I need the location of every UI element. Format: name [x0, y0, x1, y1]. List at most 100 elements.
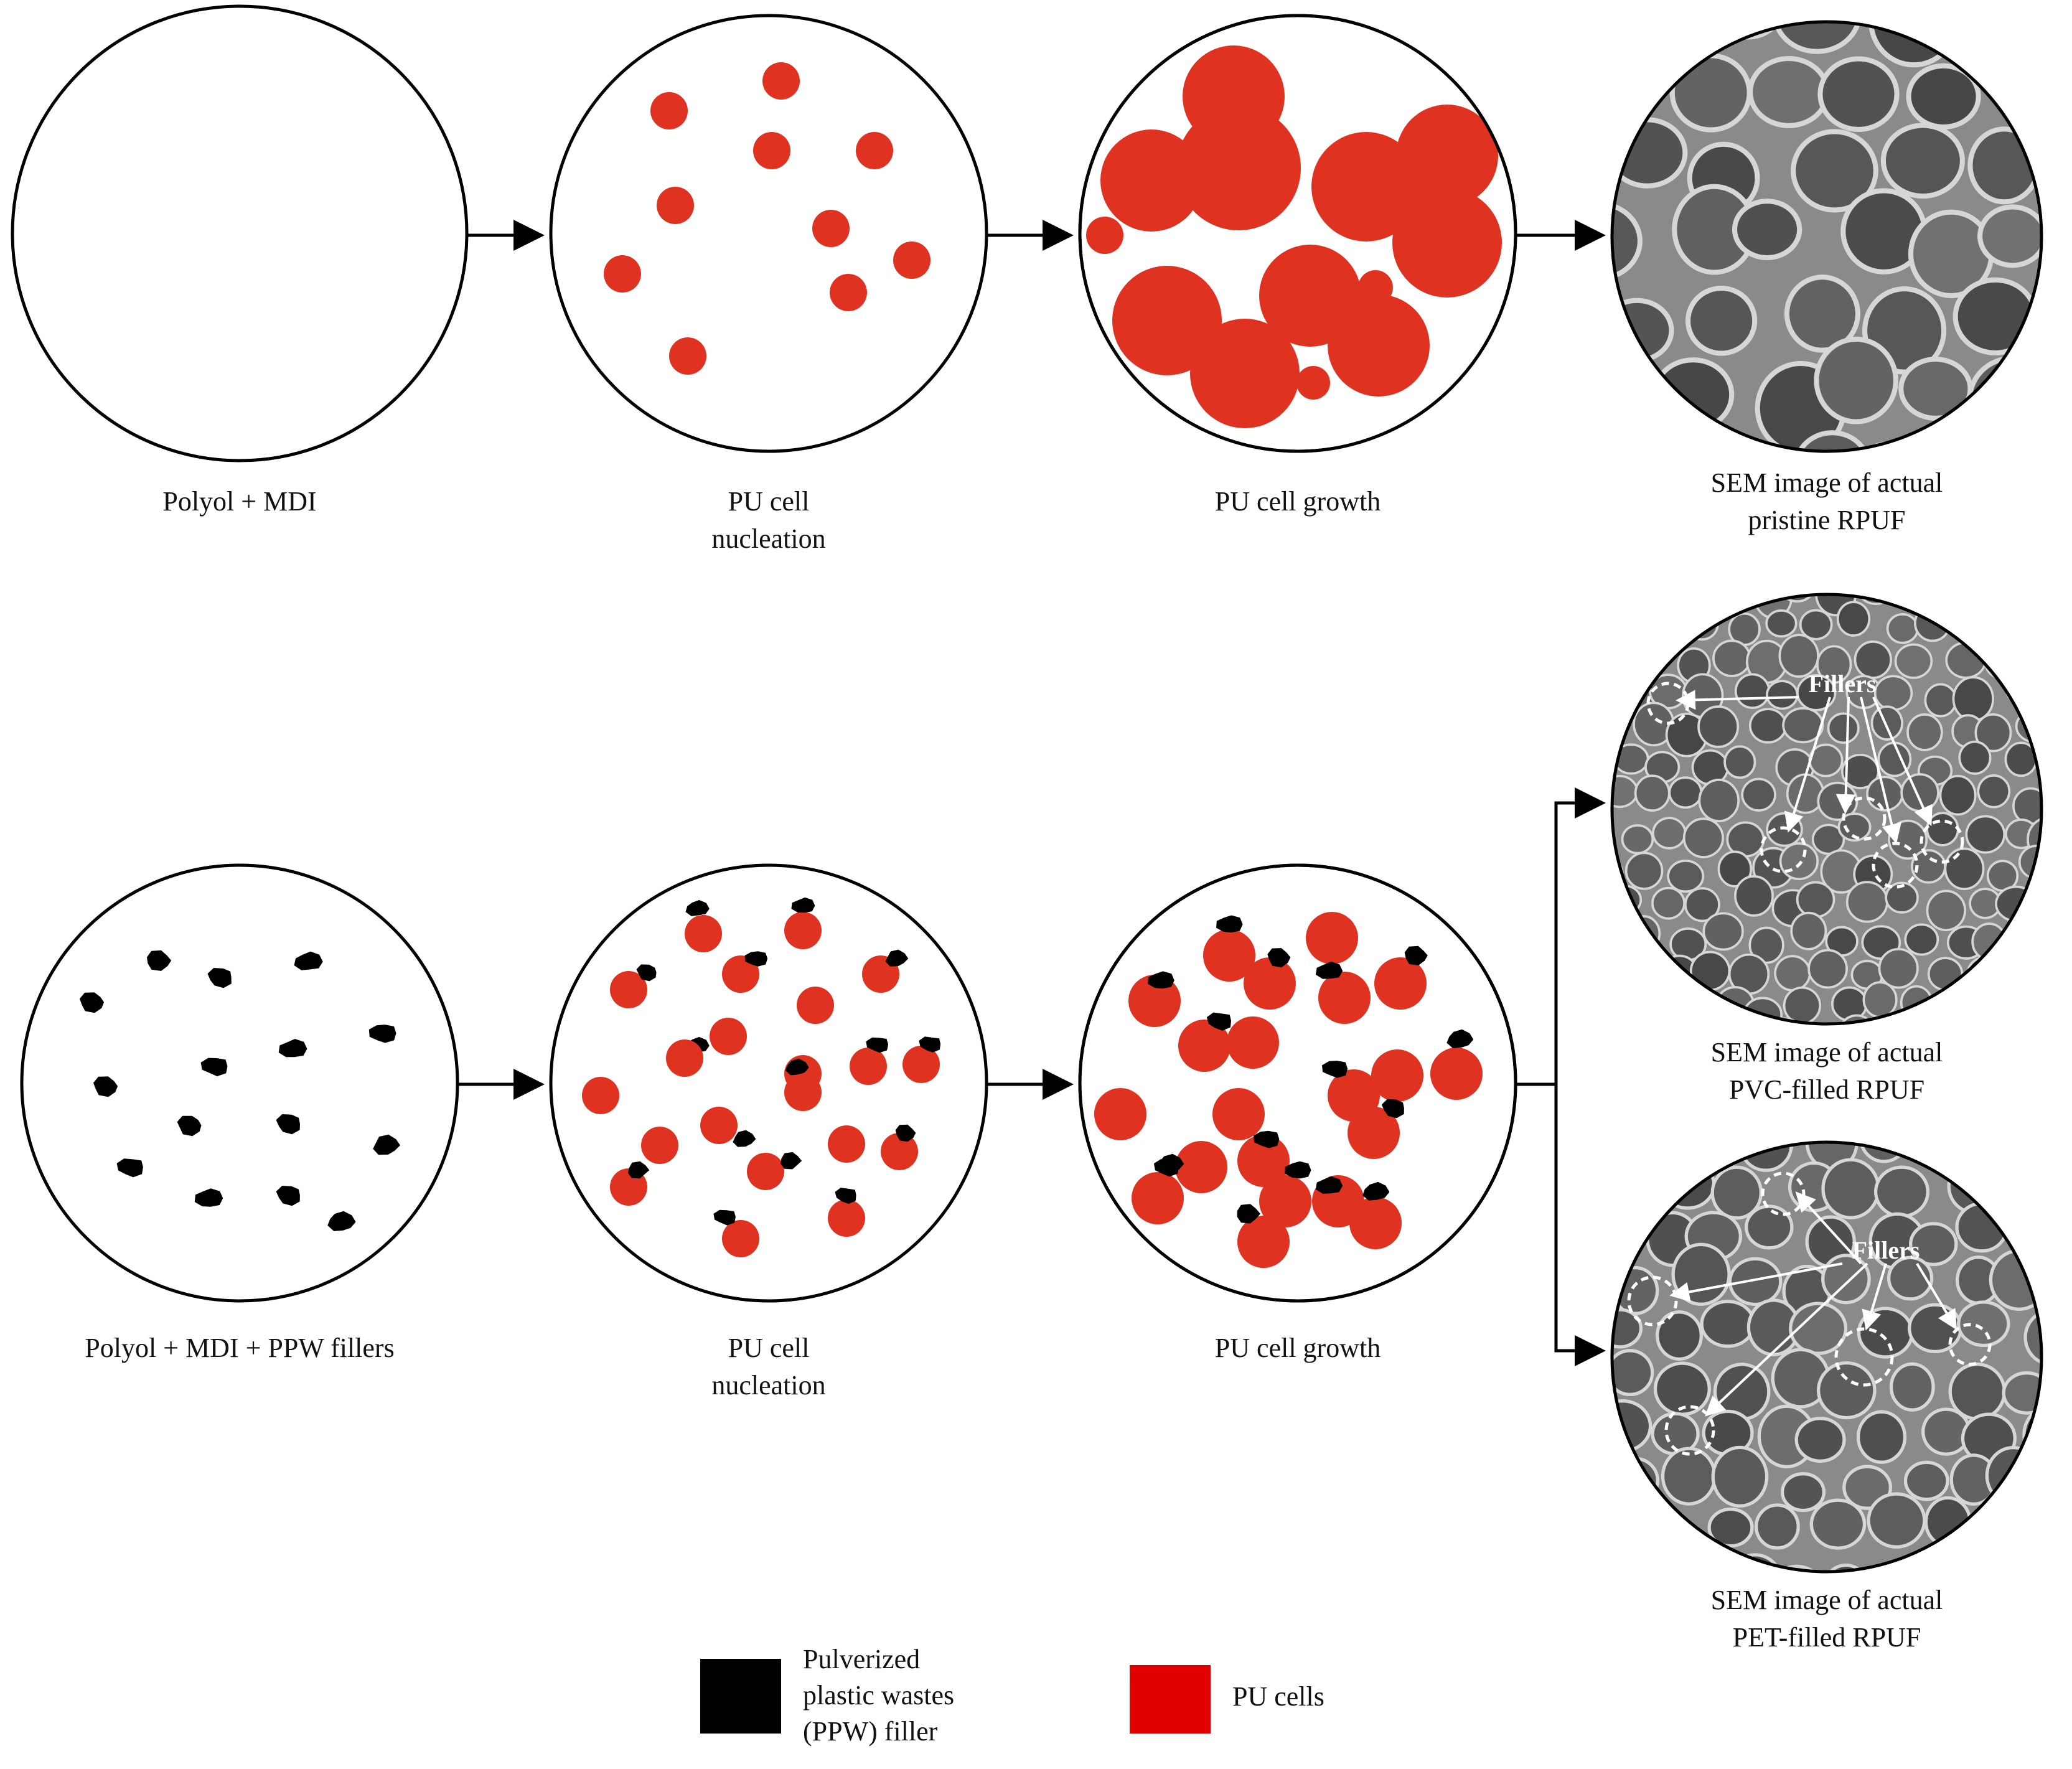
ppw-filler-particle — [368, 1025, 396, 1043]
annotation-arrow — [1860, 697, 1901, 844]
ppw-filler-particle — [147, 950, 172, 971]
pu-cell — [1100, 129, 1202, 232]
pu-cells-with-fillers-growth — [1094, 912, 1483, 1268]
annotation-arrow — [1705, 1262, 1868, 1417]
annotation-arrow — [1835, 697, 1856, 814]
pu-cell — [1358, 270, 1393, 305]
ppw-filler-particle — [733, 1130, 756, 1147]
ppw-filler-particle — [785, 1058, 809, 1076]
pu-cell — [893, 242, 931, 279]
pu-cell — [604, 255, 641, 293]
pu-cell — [1176, 106, 1301, 230]
ppw-filler-particle — [713, 1209, 736, 1226]
pu-cell — [753, 132, 790, 169]
ppw-filler-particle — [1315, 1176, 1343, 1194]
annotation-arrow — [1669, 1262, 1843, 1302]
pu-cell — [1112, 266, 1222, 375]
ppw-filler-particle — [1404, 946, 1428, 965]
filler-highlight-circle — [1842, 796, 1887, 841]
ppw-filler-particle — [93, 1076, 118, 1097]
annotation-arrow — [1784, 697, 1831, 833]
fillers-annotation-pvc: Fillers — [1809, 670, 1877, 698]
sem-image-pvc-filled: Fillers — [1610, 593, 2043, 1026]
ppw-filler-particle — [200, 1058, 228, 1077]
pu-cell — [1296, 366, 1330, 400]
ppw-filler-particle — [885, 949, 909, 967]
filler-highlight-circle — [1920, 819, 1964, 864]
pu-cell — [747, 1153, 784, 1190]
ppw-filler-particle — [276, 1114, 300, 1135]
pu-cell — [1237, 1135, 1290, 1187]
pu-cell — [722, 1220, 759, 1257]
pu-cell — [700, 1107, 738, 1144]
pu-cell — [582, 1077, 619, 1114]
pu-cell — [669, 337, 706, 375]
pu-cell — [902, 1046, 940, 1083]
pu-cell — [828, 1125, 865, 1163]
pu-cell — [1086, 217, 1123, 254]
pu-cell — [1371, 1049, 1423, 1102]
ppw-filler-particle — [636, 964, 657, 982]
ppw-filler-particle — [276, 1186, 300, 1206]
pu-cell — [1392, 188, 1502, 298]
pu-cell — [812, 210, 850, 247]
label-growth-1: PU cell growth — [1215, 486, 1381, 517]
pu-cell — [1175, 1141, 1227, 1193]
ppw-filler-particle — [194, 1188, 223, 1207]
annotation-arrow — [1795, 1191, 1862, 1265]
label-growth-2: PU cell growth — [1215, 1333, 1381, 1363]
label-polyol-mdi: Polyol + MDI — [162, 486, 316, 517]
ppw-filler-particle — [1153, 1159, 1179, 1177]
pu-cell — [710, 1018, 747, 1055]
pu-cell — [1328, 294, 1430, 396]
pu-cell — [1311, 132, 1421, 242]
ppw-filler-particle — [373, 1134, 400, 1155]
pu-cell — [850, 1048, 887, 1085]
ppw-filler-particle — [116, 1158, 143, 1178]
annotation-arrow — [1872, 697, 1933, 827]
branch-connector — [1516, 787, 1606, 1086]
ppw-filler-particle — [744, 951, 768, 967]
ppw-filler-particle — [919, 1036, 941, 1053]
ppw-filler-particle — [866, 1037, 889, 1053]
pu-cell — [1128, 975, 1181, 1027]
pu-cell — [784, 912, 822, 949]
pu-cell — [1227, 1016, 1279, 1069]
annotation-arrow — [1916, 1262, 1957, 1330]
pu-cell — [1430, 1048, 1483, 1100]
pu-cell — [881, 1133, 918, 1170]
ppw-filler-particle — [1254, 1130, 1280, 1148]
sem-image-pet-filled: Fillers — [1610, 1140, 2043, 1574]
pu-cell — [1348, 1107, 1400, 1159]
pu-cells-with-fillers-nucleation — [582, 897, 941, 1257]
ppw-filler-particle — [1237, 1204, 1260, 1224]
pu-cell — [1318, 972, 1371, 1024]
pu-cell — [1212, 1088, 1265, 1140]
pu-cell — [1237, 1216, 1290, 1268]
ppw-filler-particle — [1322, 1061, 1348, 1078]
filler-highlight-circle — [1948, 1323, 1992, 1366]
branch-connector — [1554, 1084, 1606, 1366]
ppw-filler-particle — [79, 992, 104, 1013]
pu-cell — [641, 1127, 678, 1164]
pu-cell — [828, 1199, 865, 1237]
ppw-filler-particle — [207, 968, 232, 988]
ppw-filler-particle — [1216, 915, 1243, 933]
pu-cell — [762, 62, 800, 100]
pu-cell — [856, 132, 893, 169]
ppw-filler-particle — [781, 1152, 802, 1170]
ppw-filler-particle — [1315, 961, 1343, 979]
pu-cell — [666, 1039, 703, 1077]
ppw-filler-particle — [278, 1039, 307, 1058]
ppw-filler-particle — [627, 1161, 650, 1179]
pu-cell — [657, 187, 694, 224]
filler-highlight-circle — [1664, 1405, 1715, 1456]
ppw-filler-particle — [1267, 948, 1291, 968]
mixture-circle-1 — [11, 4, 469, 462]
pu-cell — [1396, 105, 1498, 207]
pu-cell — [610, 971, 647, 1008]
